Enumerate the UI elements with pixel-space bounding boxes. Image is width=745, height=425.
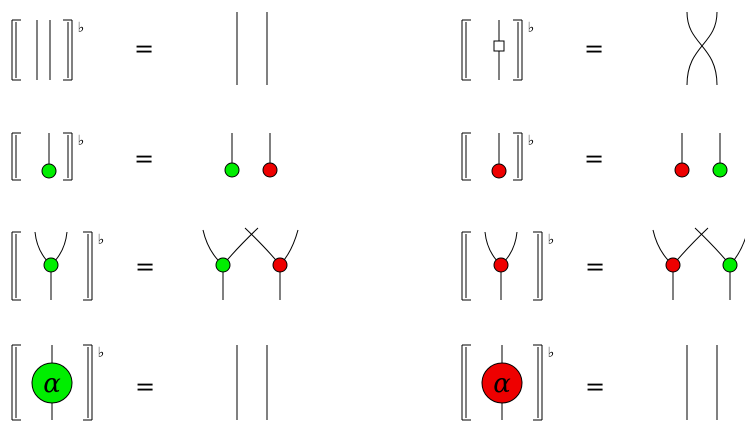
strand — [686, 11, 718, 86]
equals-sign: = — [584, 35, 604, 63]
spider-node — [674, 162, 690, 178]
strand — [694, 227, 731, 266]
flat-symbol: ♭ — [98, 232, 105, 248]
spider-node — [215, 257, 231, 273]
semantic-brackets: ♭ — [11, 19, 85, 81]
semantic-brackets: ♭ — [11, 132, 85, 181]
semantic-brackets: ♭ — [461, 19, 535, 81]
equation-4-right: ♭ α = — [461, 344, 718, 421]
equation-1-right: ♭= — [461, 11, 718, 86]
flat-symbol: ♭ — [528, 20, 535, 36]
spider-node — [41, 163, 57, 179]
flat-symbol: ♭ — [528, 133, 535, 149]
flat-symbol: ♭ — [548, 345, 555, 361]
strand — [222, 227, 259, 266]
spider-node — [722, 257, 738, 273]
flat-symbol: ♭ — [78, 20, 85, 36]
flat-symbol: ♭ — [98, 345, 105, 361]
spider-node — [665, 257, 681, 273]
box-node — [493, 40, 505, 52]
equals-sign: = — [585, 253, 605, 281]
spider-node — [272, 257, 288, 273]
equation-4-left: ♭ α = — [11, 344, 268, 421]
equation-2-left: ♭= — [11, 132, 278, 181]
flat-symbol: ♭ — [78, 133, 85, 149]
strand — [244, 227, 281, 266]
equals-sign: = — [134, 145, 154, 173]
strand — [672, 227, 709, 266]
spider-node — [43, 257, 59, 273]
flat-symbol: ♭ — [548, 232, 555, 248]
semantic-brackets: ♭ — [461, 132, 535, 181]
equals-sign: = — [134, 35, 154, 63]
equation-1-left: ♭= — [11, 12, 268, 85]
alpha-label: α — [43, 369, 61, 399]
semantic-brackets: ♭ — [461, 231, 555, 301]
equals-sign: = — [135, 253, 155, 281]
spider-node — [493, 257, 509, 273]
semantic-brackets: ♭ — [461, 344, 555, 421]
equals-sign: = — [584, 145, 604, 173]
spider-node — [262, 162, 278, 178]
phase-node — [481, 362, 523, 404]
strand — [686, 11, 718, 86]
equation-3-right: ♭= — [461, 227, 745, 301]
phase-node — [31, 362, 73, 404]
equation-2-right: ♭= — [461, 132, 728, 181]
semantic-brackets: ♭ — [11, 344, 105, 421]
equals-sign: = — [135, 373, 155, 401]
equation-3-left: ♭= — [11, 227, 299, 301]
alpha-label: α — [493, 369, 511, 399]
semantic-brackets: ♭ — [11, 231, 105, 301]
spider-node — [712, 162, 728, 178]
spider-node — [224, 162, 240, 178]
equals-sign: = — [585, 373, 605, 401]
spider-node — [491, 163, 507, 179]
